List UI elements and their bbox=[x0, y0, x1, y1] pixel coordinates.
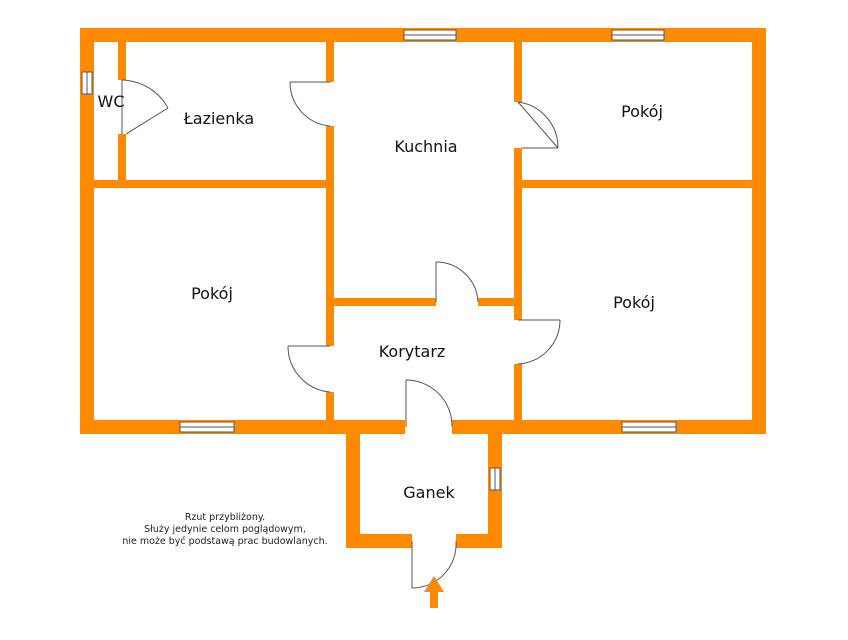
kitchen-east-wall-top bbox=[514, 42, 522, 102]
room-label-kuchnia: Kuchnia bbox=[394, 137, 457, 156]
porch-south-wall-right bbox=[456, 534, 502, 548]
south-wall-left bbox=[80, 420, 405, 434]
room-label-lazienka: Łazienka bbox=[183, 109, 254, 128]
east-rooms-divider bbox=[518, 180, 754, 188]
east-wall bbox=[752, 28, 766, 434]
disclaimer-line-3: nie może być podstawą prac budowlanych. bbox=[122, 536, 328, 547]
room-label-ganek: Ganek bbox=[403, 483, 455, 502]
doors bbox=[121, 79, 561, 589]
wc-wall-bottom bbox=[118, 134, 126, 184]
room-labels: WC Łazienka Kuchnia Pokój Pokój Pokój Ko… bbox=[98, 92, 663, 502]
window-south-west-room bbox=[179, 421, 235, 433]
room-label-korytarz: Korytarz bbox=[379, 342, 446, 361]
interior-walls bbox=[94, 42, 754, 422]
bathroom-south-wall bbox=[94, 180, 334, 188]
door-corridor-east-room bbox=[517, 319, 561, 365]
corridor-east-wall-bottom bbox=[514, 364, 522, 422]
porch-south-wall-left bbox=[346, 534, 412, 548]
corridor-north-wall-right bbox=[478, 298, 520, 306]
door-wc bbox=[121, 79, 169, 135]
up-arrow-icon bbox=[424, 576, 444, 608]
window-north-room bbox=[611, 29, 665, 41]
window-porch bbox=[489, 467, 501, 491]
room-label-pokoj-west: Pokój bbox=[191, 284, 233, 303]
kitchen-east-wall-mid bbox=[514, 148, 522, 320]
room-label-pokoj-southeast: Pokój bbox=[613, 293, 655, 312]
kitchen-west-wall-top bbox=[326, 42, 334, 82]
corridor-north-wall-left bbox=[330, 298, 436, 306]
kitchen-west-wall-mid bbox=[326, 126, 334, 346]
kitchen-west-wall-bottom bbox=[326, 392, 334, 422]
door-corridor-porch bbox=[405, 379, 453, 428]
door-lazienka bbox=[289, 81, 331, 127]
porch-walls bbox=[346, 430, 502, 548]
room-label-wc: WC bbox=[98, 92, 125, 111]
door-corridor-west-room bbox=[287, 345, 331, 393]
door-kitchen-east-room bbox=[517, 101, 559, 149]
window-wc bbox=[81, 71, 93, 95]
door-entrance bbox=[411, 540, 457, 589]
south-wall-right bbox=[452, 420, 766, 434]
disclaimer-note: Rzut przybliżony. Służy jedynie celom po… bbox=[110, 512, 340, 548]
room-label-pokoj-northeast: Pokój bbox=[621, 102, 663, 121]
porch-west-wall bbox=[346, 430, 360, 548]
outer-walls bbox=[80, 28, 766, 434]
disclaimer-line-2: Służy jedynie celom poglądowym, bbox=[144, 524, 306, 535]
disclaimer-line-1: Rzut przybliżony. bbox=[184, 512, 266, 523]
door-kitchen-corridor bbox=[435, 261, 479, 303]
windows bbox=[81, 29, 677, 491]
wc-wall-top bbox=[118, 42, 126, 80]
window-north-kitchen bbox=[403, 29, 457, 41]
west-wall bbox=[80, 28, 94, 434]
window-south-east-room bbox=[621, 421, 677, 433]
